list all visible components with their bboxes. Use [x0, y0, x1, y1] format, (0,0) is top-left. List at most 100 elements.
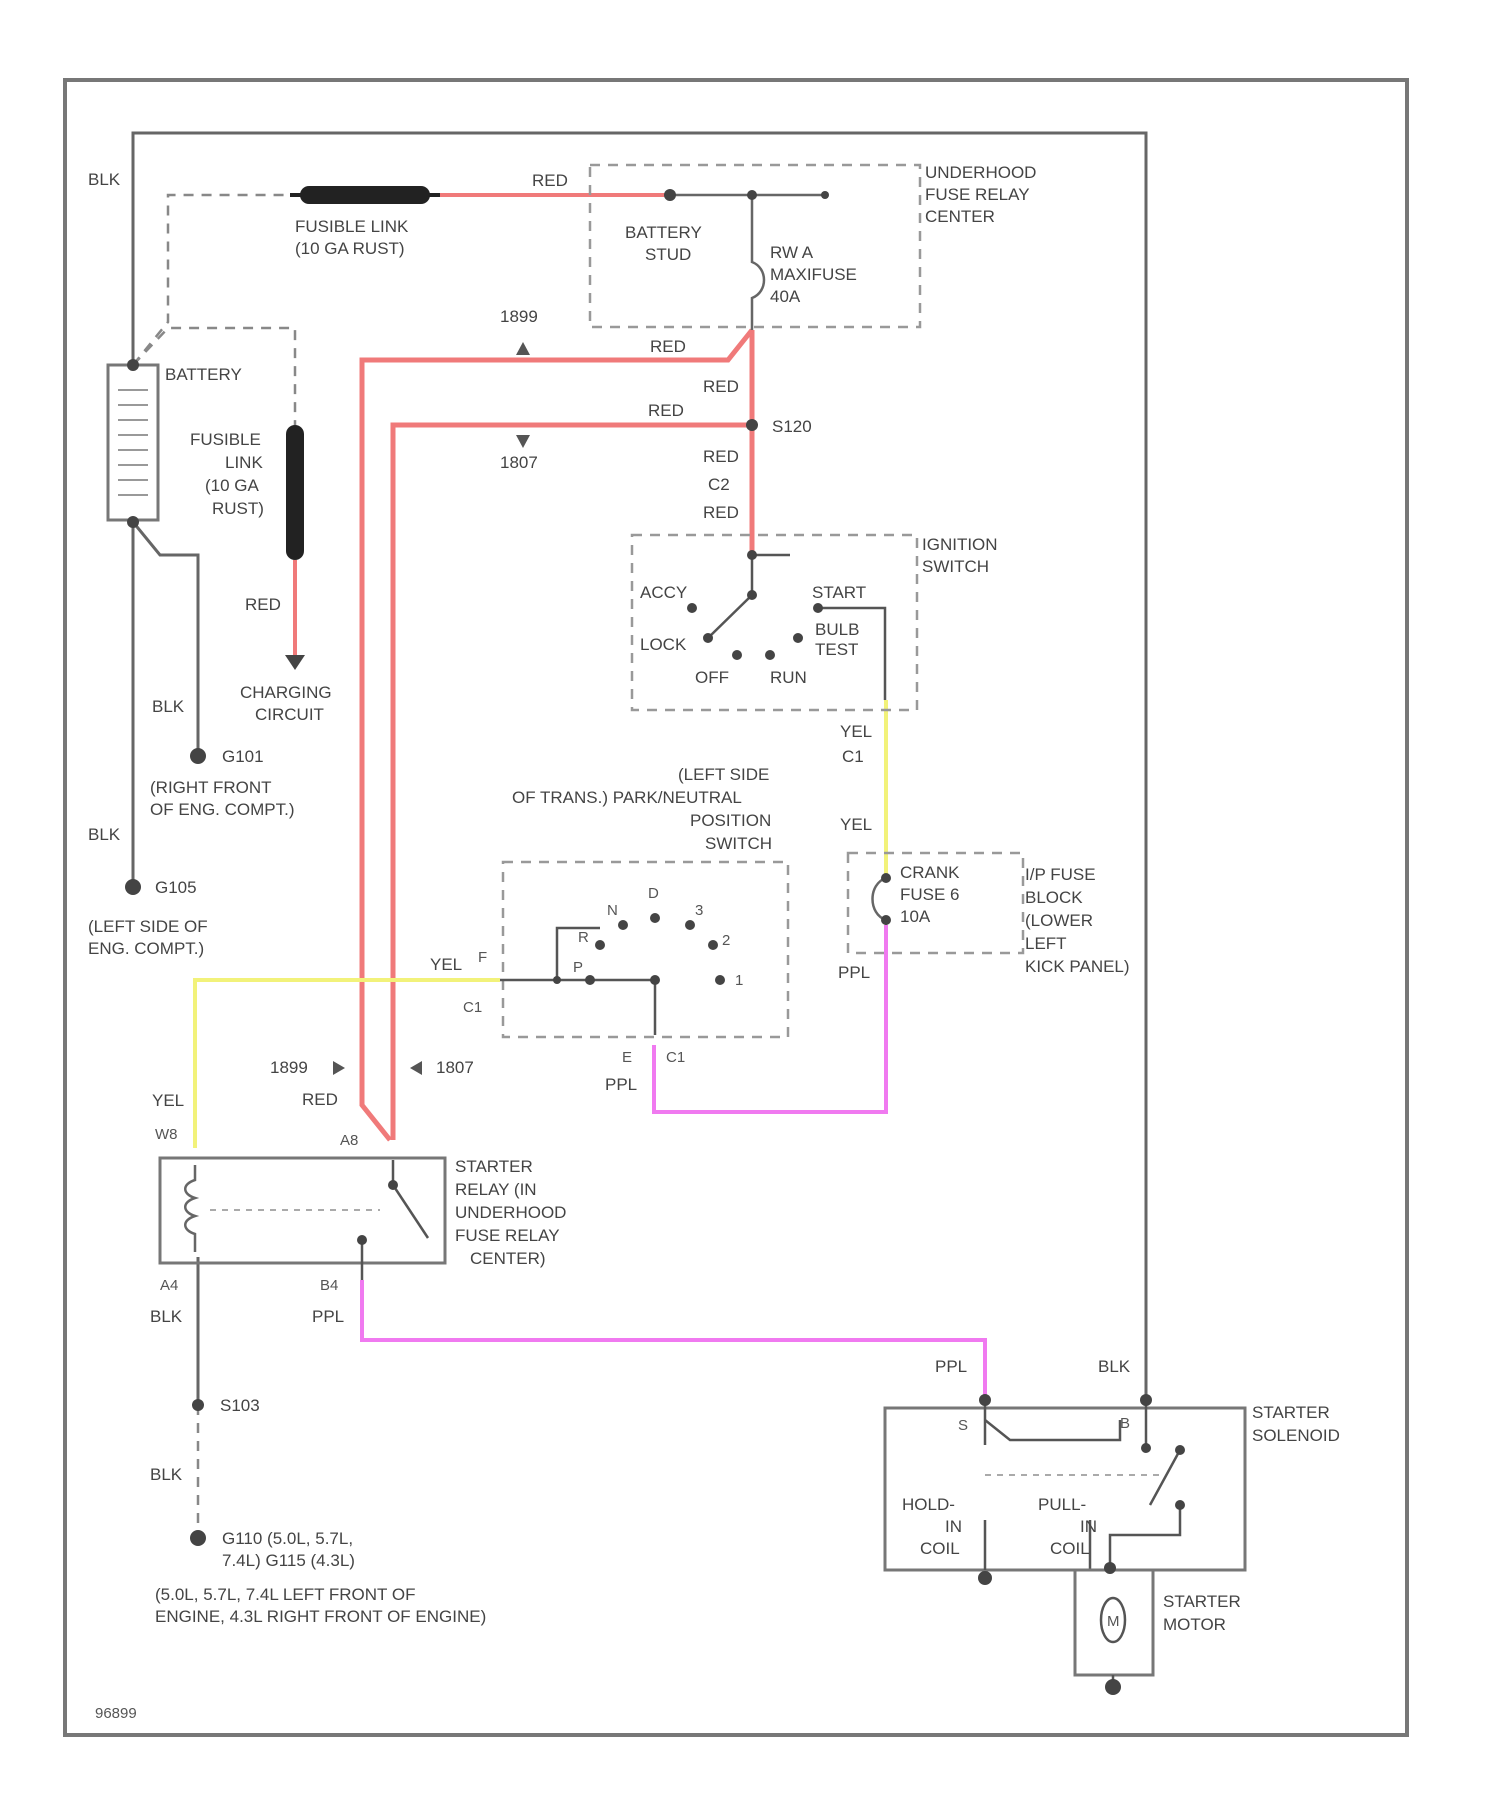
underhood-center-label-2: FUSE RELAY: [925, 185, 1030, 204]
wire-label-ppl-crank: PPL: [838, 963, 870, 982]
battery-body: [108, 365, 158, 520]
crank-fuse-label-3: 10A: [900, 907, 931, 926]
fusible-link-side-label-4: RUST): [212, 499, 264, 518]
fuse-block-label-1: I/P FUSE: [1025, 865, 1096, 884]
battery-stud-label-1: BATTERY: [625, 223, 702, 242]
ignition-accy-label: ACCY: [640, 583, 687, 602]
pnp-connector-c1-left: C1: [463, 999, 482, 1016]
circuit-arrow-1899-top: [516, 342, 530, 355]
wire-label-ppl-pnp: PPL: [605, 1075, 637, 1094]
circuit-number-1807-top: 1807: [500, 453, 538, 472]
ignition-bulb-test-label-2: TEST: [815, 640, 858, 659]
ground-g105-location-1: (LEFT SIDE OF: [88, 917, 208, 936]
ground-g105-label: G105: [155, 878, 197, 897]
starter-relay-label-2: RELAY (IN: [455, 1180, 537, 1199]
ignition-off-label: OFF: [695, 668, 729, 687]
hold-in-coil-label-3: COIL: [920, 1539, 960, 1558]
ground-g110-location-1: (5.0L, 5.7L, 7.4L LEFT FRONT OF: [155, 1585, 415, 1604]
circuit-number-1807-bottom: 1807: [436, 1058, 474, 1077]
battery-negative-to-solenoid-wire: [133, 133, 1146, 1398]
fusible-link-top-label-1: FUSIBLE LINK: [295, 217, 409, 236]
pnp-position-1: 1: [735, 972, 743, 989]
ignition-run-label: RUN: [770, 668, 807, 687]
pnp-pin-e: E: [622, 1049, 632, 1066]
starter-relay-label-1: STARTER: [455, 1157, 533, 1176]
starter-solenoid-label-1: STARTER: [1252, 1403, 1330, 1422]
park-neutral-switch-box: [503, 862, 788, 1037]
wire-label-blk-solenoid: BLK: [1098, 1357, 1131, 1376]
fusible-link-side-label-3: (10 GA: [205, 476, 260, 495]
starter-relay-pin-a4: A4: [160, 1277, 178, 1294]
wire-label-red-top: RED: [532, 171, 568, 190]
ignition-lock-label: LOCK: [640, 635, 687, 654]
starter-relay-coil: [185, 1165, 195, 1252]
circuit-arrow-1899-bottom: [333, 1061, 345, 1075]
battery-stud-label-2: STUD: [645, 245, 691, 264]
starter-solenoid-pin-b: B: [1120, 1415, 1130, 1432]
wire-label-yel-crank: YEL: [840, 815, 872, 834]
ignition-bulb-test-label-1: BULB: [815, 620, 859, 639]
wire-label-red-s120-left: RED: [648, 401, 684, 420]
pnp-position-n: N: [607, 902, 618, 919]
figure-id: 96899: [95, 1705, 137, 1722]
fusible-link-side-body: [286, 425, 304, 560]
circuit-arrow-1807-top: [516, 435, 530, 448]
ground-g110-label-2: 7.4L) G115 (4.3L): [222, 1551, 355, 1570]
ignition-switch-title-1: IGNITION: [922, 535, 998, 554]
ground-g110-label-1: G110 (5.0L, 5.7L,: [222, 1529, 353, 1548]
pnp-switch-title-4: SWITCH: [705, 834, 772, 853]
fuse-block-label-2: BLOCK: [1025, 888, 1083, 907]
starter-motor-symbol-label: M: [1107, 1613, 1120, 1630]
crank-fuse-label-2: FUSE 6: [900, 885, 960, 904]
wire-label-yel-relay: YEL: [152, 1091, 184, 1110]
splice-s120-label: S120: [772, 417, 812, 436]
circuit-number-1899-top: 1899: [500, 307, 538, 326]
starter-relay-pin-a8: A8: [340, 1132, 358, 1149]
pnp-position-p: P: [573, 959, 583, 976]
underhood-center-label-1: UNDERHOOD: [925, 163, 1036, 182]
ground-g105-location-2: ENG. COMPT.): [88, 939, 204, 958]
hold-in-coil-label-1: HOLD-: [902, 1495, 955, 1514]
fusible-link-side-label-1: FUSIBLE: [190, 430, 261, 449]
wire-label-ppl-solenoid: PPL: [935, 1357, 967, 1376]
starter-motor-label-1: STARTER: [1163, 1592, 1241, 1611]
pnp-position-2: 2: [722, 932, 730, 949]
starter-solenoid-label-2: SOLENOID: [1252, 1426, 1340, 1445]
wire-label-red-ignition-2: RED: [703, 447, 739, 466]
maxifuse-label-3: 40A: [770, 287, 801, 306]
pull-in-coil-label-2: IN: [1080, 1517, 1097, 1536]
starter-solenoid-pin-s: S: [958, 1417, 968, 1434]
ignition-start-label: START: [812, 583, 866, 602]
wire-label-ppl-relay: PPL: [312, 1307, 344, 1326]
maxifuse-symbol: [752, 195, 764, 330]
battery-cells: [118, 390, 148, 495]
pnp-switch-title-2: OF TRANS.) PARK/NEUTRAL: [512, 788, 742, 807]
pnp-connector-c1-bottom: C1: [666, 1049, 685, 1066]
wire-label-red-maxifuse: RED: [650, 337, 686, 356]
ground-g101-location-1: (RIGHT FRONT: [150, 778, 272, 797]
wire-label-red-ignition-1: RED: [703, 377, 739, 396]
starter-relay-label-4: FUSE RELAY: [455, 1226, 560, 1245]
maxifuse-label-1: RW A: [770, 243, 814, 262]
battery-label: BATTERY: [165, 365, 242, 384]
battery-to-g101-wire: [133, 522, 198, 756]
maxifuse-label-2: MAXIFUSE: [770, 265, 857, 284]
hold-in-coil-label-2: IN: [945, 1517, 962, 1536]
pink-wire-crank-fuse-to-pnp: [654, 925, 886, 1112]
fuse-block-label-5: KICK PANEL): [1025, 957, 1130, 976]
circuit-number-1899-bottom: 1899: [270, 1058, 308, 1077]
wire-label-yel-pnp: YEL: [430, 955, 462, 974]
pnp-switch-title-1: (LEFT SIDE: [678, 765, 769, 784]
fusible-link-top-label-2: (10 GA RUST): [295, 239, 405, 258]
battery-dashed-wire-top: [133, 195, 300, 365]
pnp-switch-title-3: POSITION: [690, 811, 771, 830]
starter-relay-pin-w8: W8: [155, 1126, 178, 1143]
crank-fuse-label-1: CRANK: [900, 863, 960, 882]
red-wire-maxifuse-to-relay: [362, 330, 752, 1140]
pink-wire-relay-to-solenoid: [362, 1280, 985, 1400]
underhood-center-label-3: CENTER: [925, 207, 995, 226]
splice-s103-label: S103: [220, 1396, 260, 1415]
starter-relay-label-5: CENTER): [470, 1249, 546, 1268]
starter-relay-box: [160, 1158, 445, 1263]
